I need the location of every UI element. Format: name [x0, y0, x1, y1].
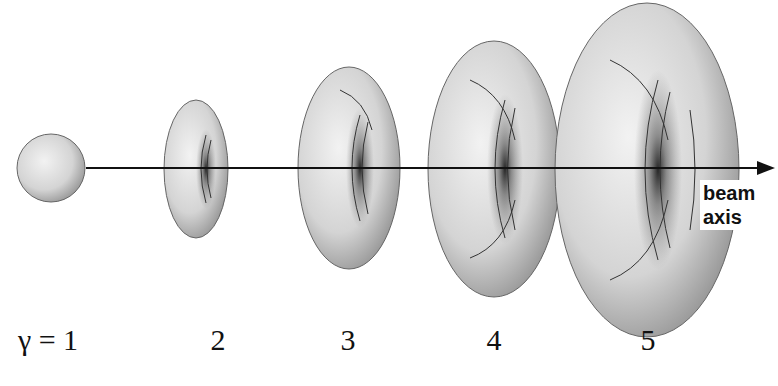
- lorentz-factor-label: 3: [341, 323, 356, 356]
- lorentz-factor-label: 5: [641, 323, 656, 356]
- axis-label: beam axis: [700, 180, 766, 230]
- lorentz-factor-label: 4: [487, 323, 502, 356]
- lorentz-factor-label: γ = 1: [18, 323, 78, 356]
- beam-axis-arrow: [86, 161, 775, 175]
- ellipsoid: [555, 3, 739, 337]
- sphere: [17, 134, 85, 202]
- lorentz-factor-label: 2: [211, 323, 226, 356]
